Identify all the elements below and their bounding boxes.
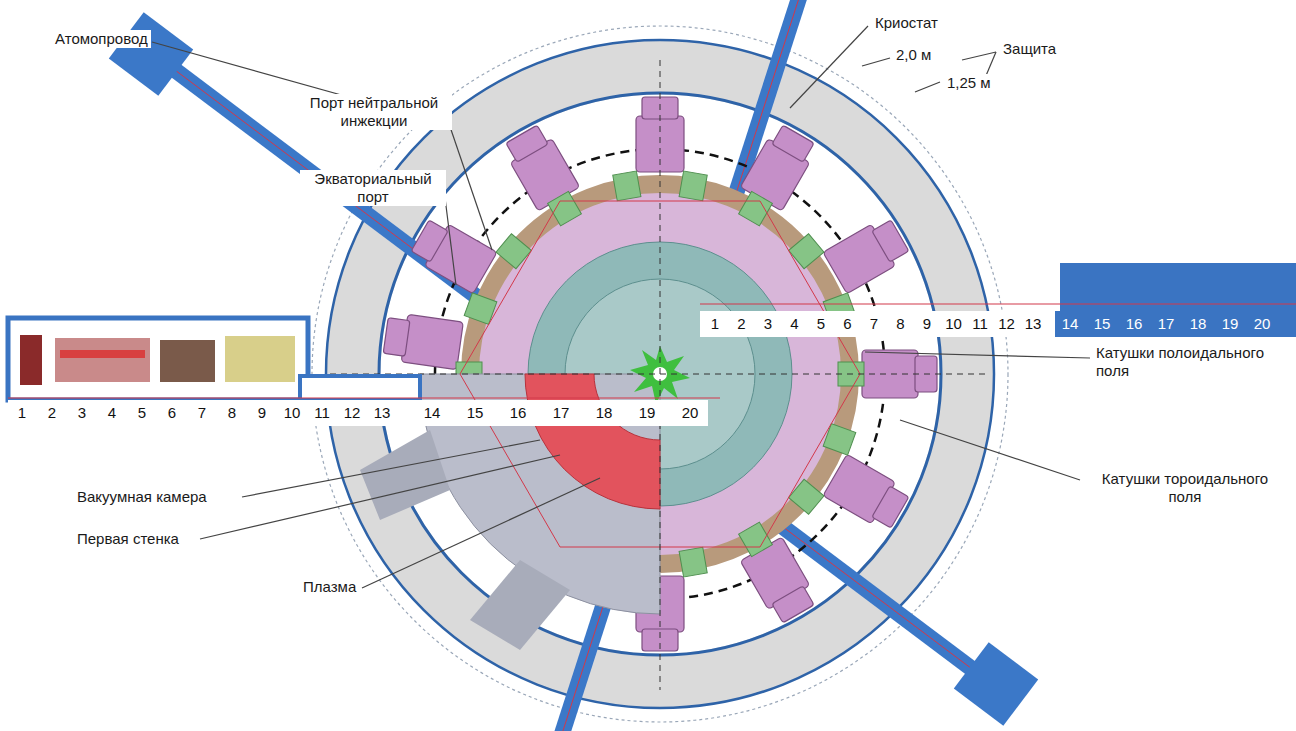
dimension-label: 1,25 м (944, 74, 994, 92)
part-label: Плазма (300, 578, 359, 596)
leader-line (152, 26, 1090, 588)
scale-number: 19 (1222, 315, 1239, 333)
scale-number: 18 (1190, 315, 1207, 333)
scale-number: 2 (48, 404, 56, 422)
scale-number: 14 (424, 404, 441, 422)
scale-number: 17 (1158, 315, 1175, 333)
scale-number: 20 (1254, 315, 1271, 333)
scale-number: 7 (198, 404, 206, 422)
scale-number: 5 (138, 404, 146, 422)
part-label: Вакуумная камера (74, 488, 210, 506)
part-label: Катушки полоидального поля (1093, 344, 1291, 380)
part-label: Катушки тороидального поля (1082, 470, 1288, 506)
ruler-strip (1055, 311, 1296, 337)
part-label: Первая стенка (74, 530, 182, 548)
scale-number: 12 (344, 404, 361, 422)
scale-number: 15 (467, 404, 484, 422)
scale-number: 5 (817, 315, 825, 333)
scale-number: 17 (553, 404, 570, 422)
scale-number: 13 (1025, 315, 1042, 333)
part-label: Защита (1000, 40, 1059, 58)
scale-number: 4 (790, 315, 798, 333)
scale-number: 3 (78, 404, 86, 422)
scale-number: 15 (1094, 315, 1111, 333)
part-label: Экваториальный порт (300, 170, 446, 206)
part-label: Криостат (872, 14, 941, 32)
cutaway-port (470, 560, 570, 650)
part-label: Атомопровод (52, 30, 151, 48)
part-label: Порт нейтральной инжекции (296, 94, 452, 130)
scale-number: 12 (998, 315, 1015, 333)
scale-number: 11 (972, 315, 988, 333)
scale-number: 20 (682, 404, 699, 422)
scale-number: 10 (945, 315, 962, 333)
scale-number: 3 (764, 315, 772, 333)
scale-number: 13 (374, 404, 391, 422)
atom-pipeline (109, 0, 1038, 731)
ruler-block (8, 318, 308, 400)
scale-number: 6 (843, 315, 851, 333)
ruler-strip (700, 311, 1055, 337)
construction-line (330, 60, 990, 690)
scale-number: 8 (228, 404, 236, 422)
scale-number: 7 (870, 315, 878, 333)
ruler-axis (700, 303, 1296, 304)
scale-number: 11 (314, 404, 330, 422)
cutaway-port (360, 430, 450, 520)
plasma (525, 374, 660, 509)
scale-number: 14 (1062, 315, 1079, 333)
scale-number: 6 (168, 404, 176, 422)
dimension-label: 2,0 м (893, 46, 934, 64)
scale-number: 2 (737, 315, 745, 333)
scale-number: 16 (510, 404, 527, 422)
scale-number: 1 (18, 404, 26, 422)
scale-number: 9 (923, 315, 931, 333)
equipment-icon (20, 335, 295, 385)
scale-number: 16 (1126, 315, 1143, 333)
scale-number: 4 (108, 404, 116, 422)
scale-number: 19 (639, 404, 656, 422)
scale-number: 8 (896, 315, 904, 333)
ruler-block (300, 376, 420, 400)
scale-number: 18 (596, 404, 613, 422)
ruler-axis (8, 397, 720, 398)
scale-number: 10 (284, 404, 301, 422)
scale-number: 9 (258, 404, 266, 422)
scale-number: 1 (711, 315, 719, 333)
ruler-strip (8, 400, 708, 426)
